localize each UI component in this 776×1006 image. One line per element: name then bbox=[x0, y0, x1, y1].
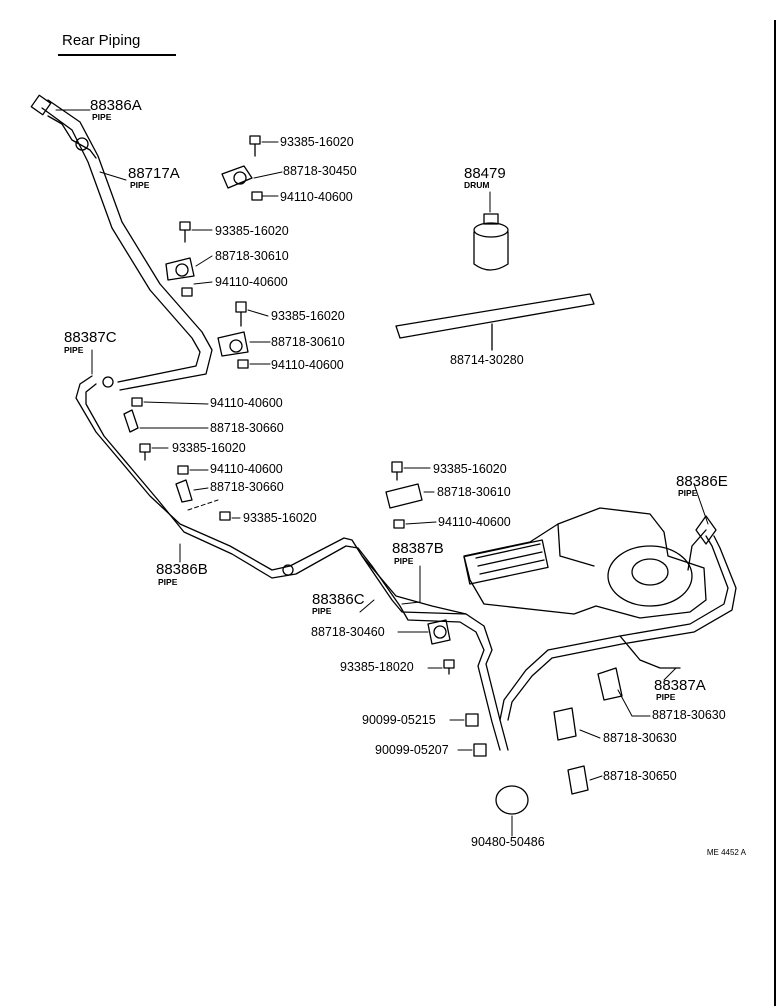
label-88387B: 88387B bbox=[392, 540, 444, 557]
strip-88714-30280 bbox=[395, 293, 595, 351]
label-pipe: PIPE bbox=[656, 692, 676, 702]
label-88387C: 88387C bbox=[64, 329, 117, 346]
drum-88479 bbox=[473, 213, 509, 271]
label-88718-30650: 88718-30650 bbox=[603, 769, 677, 783]
label-94110-40600: 94110-40600 bbox=[215, 275, 288, 289]
leader-lines bbox=[55, 109, 709, 837]
title-underline bbox=[58, 54, 176, 56]
label-88386A: 88386A bbox=[90, 97, 142, 114]
drawing-code: ME 4452 A bbox=[706, 848, 746, 857]
pipe-88386B bbox=[75, 375, 509, 751]
label-88718-30460: 88718-30460 bbox=[311, 625, 385, 639]
label-90099-05215: 90099-05215 bbox=[362, 713, 436, 727]
label-88718-30630: 88718-30630 bbox=[652, 708, 726, 722]
label-88714-30280: 88714-30280 bbox=[450, 353, 524, 367]
label-93385-16020: 93385-16020 bbox=[271, 309, 345, 323]
label-pipe: PIPE bbox=[158, 577, 178, 587]
clamp-icon bbox=[123, 165, 623, 795]
bolt-icon bbox=[139, 135, 455, 675]
label-88718-30610: 88718-30610 bbox=[437, 485, 511, 499]
label-93385-16020: 93385-16020 bbox=[280, 135, 354, 149]
label-pipe: PIPE bbox=[92, 112, 112, 122]
label-94110-40600: 94110-40600 bbox=[210, 396, 283, 410]
label-88387A: 88387A bbox=[654, 677, 706, 694]
label-90099-05207: 90099-05207 bbox=[375, 743, 449, 757]
label-93385-16020: 93385-16020 bbox=[243, 511, 317, 525]
label-93385-16020: 93385-16020 bbox=[172, 441, 246, 455]
label-88718-30610: 88718-30610 bbox=[215, 249, 289, 263]
label-88718-30660: 88718-30660 bbox=[210, 421, 284, 435]
label-88717A: 88717A bbox=[128, 165, 180, 182]
label-88386C: 88386C bbox=[312, 591, 365, 608]
label-93385-18020: 93385-18020 bbox=[340, 660, 414, 674]
label-94110-40600: 94110-40600 bbox=[271, 358, 344, 372]
label-94110-40600: 94110-40600 bbox=[438, 515, 511, 529]
label-pipe: PIPE bbox=[394, 556, 414, 566]
label-pipe: PIPE bbox=[130, 180, 150, 190]
label-94110-40600: 94110-40600 bbox=[280, 190, 353, 204]
label-88479: 88479 bbox=[464, 165, 506, 182]
label-pipe: PIPE bbox=[312, 606, 332, 616]
label-88386B: 88386B bbox=[156, 561, 208, 578]
diagram-title: Rear Piping bbox=[62, 32, 141, 49]
fitting-88386A bbox=[30, 94, 97, 159]
label-pipe: PIPE bbox=[64, 345, 84, 355]
label-88718-30630: 88718-30630 bbox=[603, 731, 677, 745]
page-edge-rule bbox=[774, 20, 776, 1006]
label-88718-30450: 88718-30450 bbox=[283, 164, 357, 178]
label-pipe: PIPE bbox=[678, 488, 698, 498]
label-88386E: 88386E bbox=[676, 473, 728, 490]
pipe-88387A bbox=[499, 515, 737, 721]
pipe-88386C bbox=[361, 555, 467, 615]
label-90480-50486: 90480-50486 bbox=[471, 835, 545, 849]
label-93385-16020: 93385-16020 bbox=[433, 462, 507, 476]
label-93385-16020: 93385-16020 bbox=[215, 224, 289, 238]
cap-icon bbox=[495, 785, 529, 815]
label-94110-40600: 94110-40600 bbox=[210, 462, 283, 476]
label-88718-30660: 88718-30660 bbox=[210, 480, 284, 494]
tank-assembly bbox=[463, 507, 707, 619]
label-drum: DRUM bbox=[464, 180, 490, 190]
label-88718-30610: 88718-30610 bbox=[271, 335, 345, 349]
